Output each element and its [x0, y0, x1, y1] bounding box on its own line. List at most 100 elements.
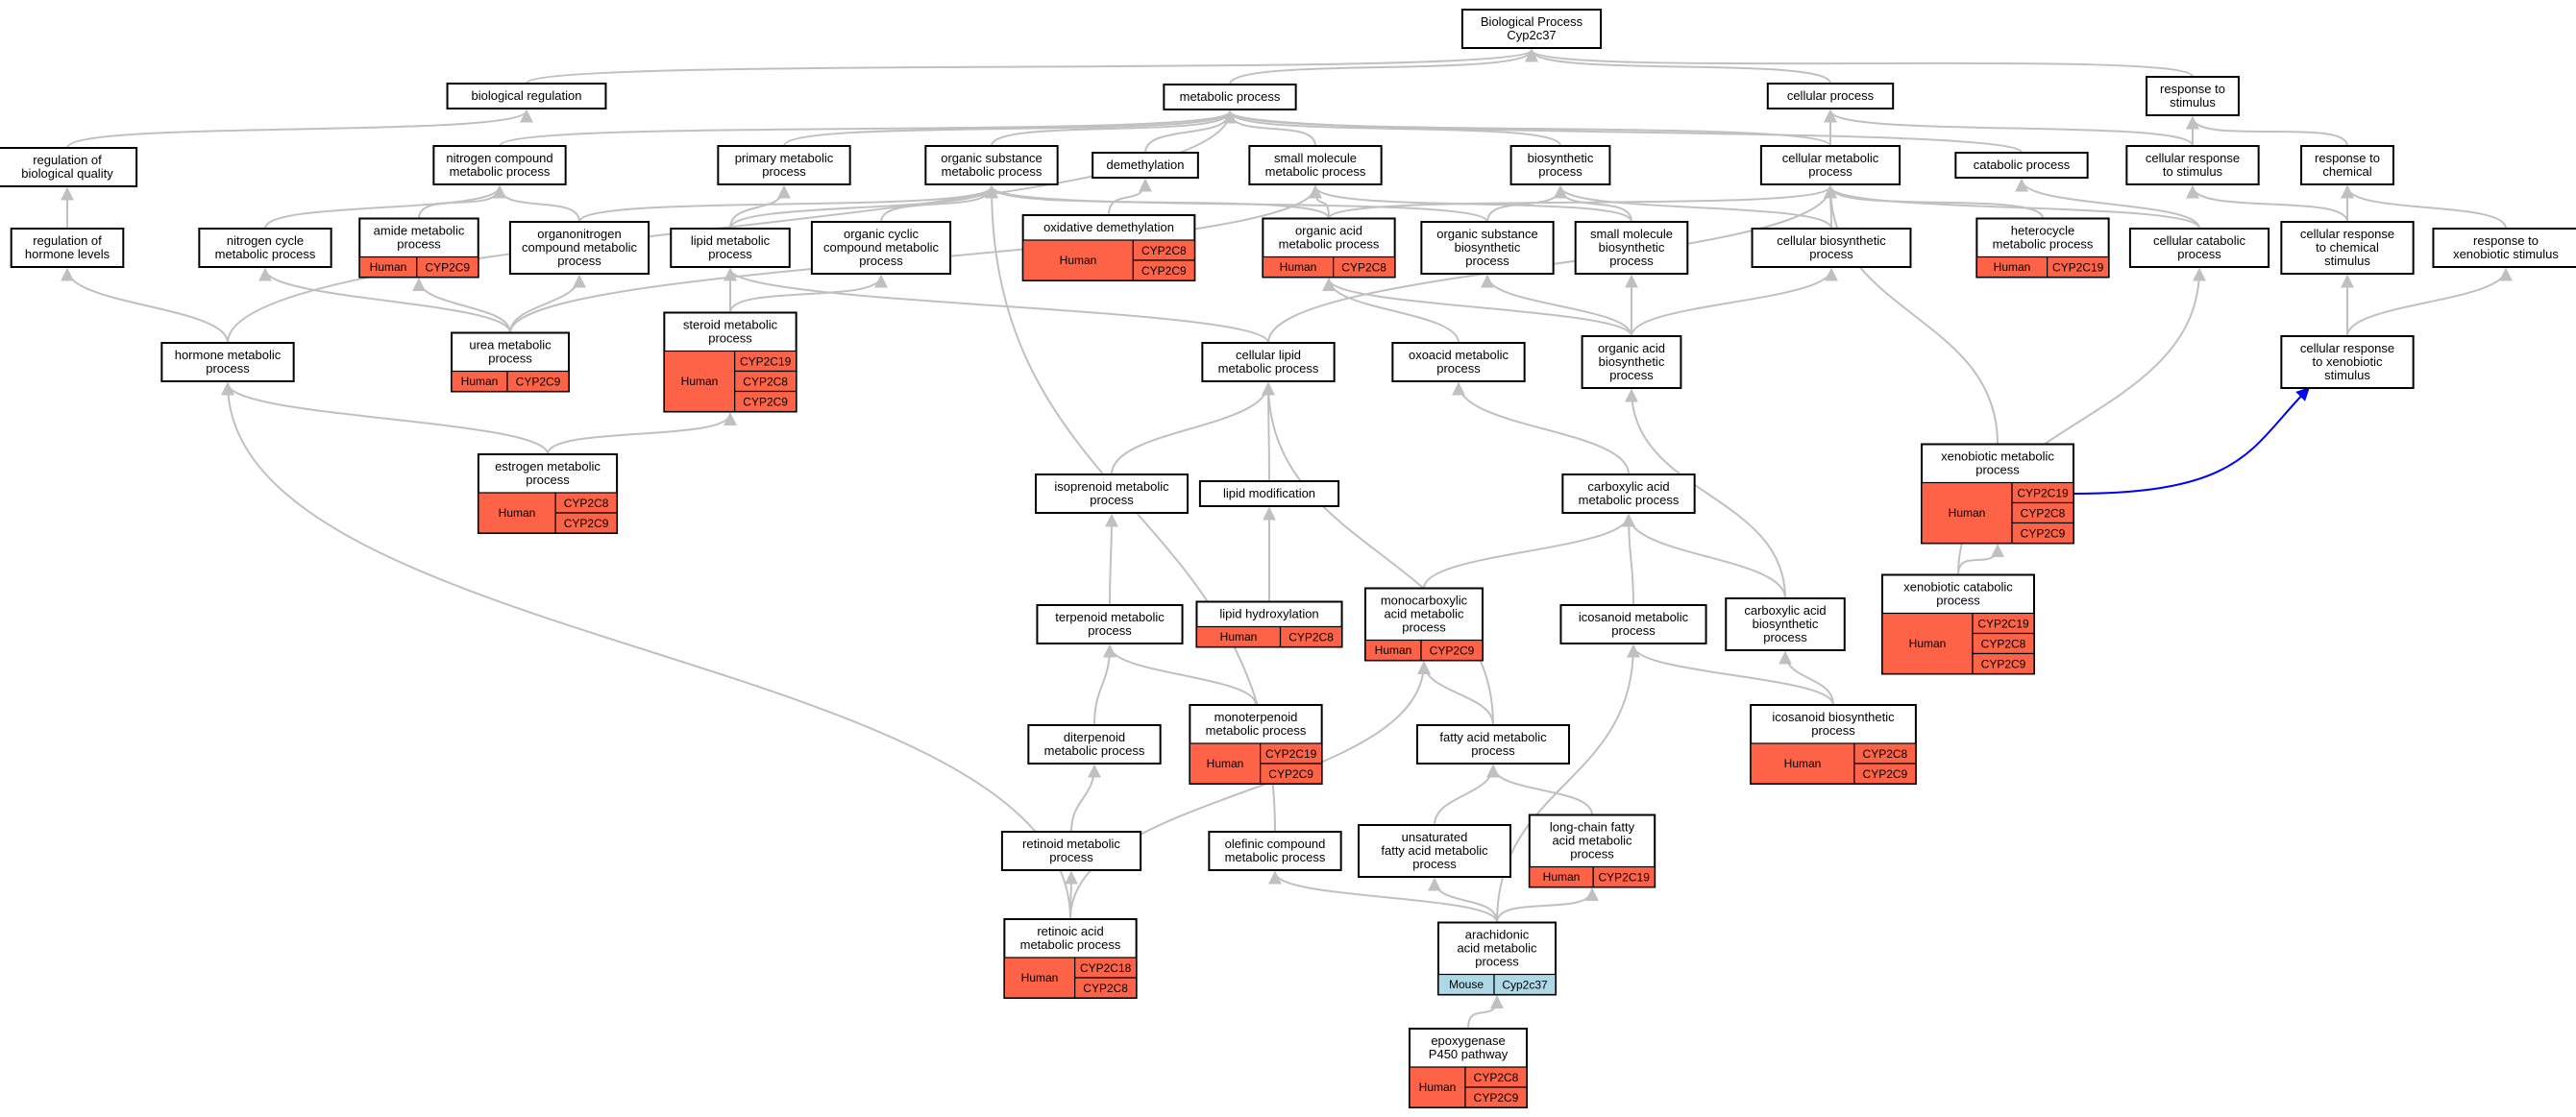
node-label-line: metabolic process: [1206, 723, 1307, 738]
node-label-line: metabolic process: [1279, 237, 1380, 252]
node-label-line: organic acid: [1598, 341, 1665, 355]
edge-cellresp-to-cellproc: [1824, 109, 2194, 147]
node-box: [1420, 221, 1555, 275]
node-label-line: acid metabolic: [1384, 607, 1464, 621]
gene-cell: [506, 370, 570, 393]
node-box: [1509, 145, 1611, 185]
node-label-line: metabolic process: [1044, 743, 1145, 758]
edge-steroid-to-orgcyclic: [729, 274, 888, 313]
gene-cell: [1592, 865, 1656, 888]
node-label-line: acid metabolic: [1457, 941, 1537, 956]
species-label: Human: [461, 375, 499, 388]
gene-label: CYP2C19: [740, 355, 792, 369]
gene-label: CYP2C8: [1141, 244, 1187, 257]
node-label-line: amide metabolic: [374, 224, 465, 238]
node-box: [924, 145, 1059, 185]
node-box: [1248, 145, 1383, 185]
edge-carboxbio-to-carboxylic: [1622, 513, 1786, 599]
edge-orgsubbio-to-orgsub: [985, 184, 1488, 223]
node-label-line: stimulus: [2324, 368, 2370, 382]
node-label-line: metabolic process: [1579, 493, 1680, 507]
node-label-line: organic cyclic: [844, 227, 920, 241]
edge-cellrespchem-to-cellresp: [2186, 184, 2348, 223]
node-label-line: monoterpenoid: [1214, 710, 1298, 724]
species-cell: [478, 492, 556, 534]
edge-nitrocycle-to-nitrocomp: [264, 184, 506, 230]
node-box: [432, 145, 567, 185]
node-label-line: cellular response: [2300, 341, 2394, 355]
gene-label: CYP2C8: [743, 376, 788, 389]
edge-organonitro-to-nitrocomp: [493, 184, 580, 223]
edge-xenocatab-to-xenobiotic: [1957, 544, 2004, 575]
node-label-line: process: [206, 361, 250, 376]
node-box: [1460, 9, 1603, 49]
node-label-line: process: [1936, 594, 1980, 608]
node-label-line: cellular process: [1787, 88, 1875, 103]
node-label-line: process: [1808, 164, 1852, 179]
species-label: Human: [370, 260, 407, 274]
node-label-line: monocarboxylic: [1381, 594, 1468, 608]
node-box: [1000, 831, 1142, 871]
edge-retinoicacid-to-hormone: [221, 381, 1071, 920]
node-label-line: to stimulus: [2163, 164, 2223, 179]
node-label-line: biosynthetic: [1753, 617, 1819, 631]
node-label-line: cellular catabolic: [2153, 233, 2246, 248]
edge-smallmolbio-to-biosyn: [1554, 184, 1632, 223]
gene-cell: [1464, 1086, 1528, 1108]
edge-regbioqual-to-bioreg: [66, 109, 533, 149]
node-label-line: process: [1475, 955, 1519, 969]
species-label: Human: [1419, 1081, 1457, 1094]
node-label-line: cellular lipid: [1236, 348, 1301, 362]
edge-respxeno-to-respchem: [2341, 184, 2507, 230]
gene-label: CYP2C19: [2017, 487, 2069, 500]
node-label-line: nitrogen compound: [446, 151, 552, 165]
go-node-metabolic: metabolic process: [1163, 84, 1297, 110]
node-label-line: catabolic process: [1974, 158, 2071, 172]
gene-label: CYP2C8: [1863, 747, 1908, 761]
node-label-line: process: [1088, 623, 1132, 638]
gene-cell: [1333, 255, 1396, 279]
edge-cellcatab-to-catab: [2015, 178, 2200, 230]
node-label-line: process: [557, 254, 601, 268]
edge-heterocycle-to-cellmet: [1824, 184, 2044, 219]
gene-label: CYP2C8: [1341, 261, 1386, 275]
node-label-line: process: [1090, 493, 1134, 507]
node-box: [446, 83, 607, 109]
edge-orgacid-to-smallmol: [1309, 184, 1330, 219]
node-label-line: hormone levels: [25, 247, 110, 261]
edge-urea-to-amide: [412, 278, 511, 333]
node-box: [2128, 228, 2270, 268]
edge-layer: [61, 48, 2513, 1030]
node-box: [1036, 604, 1184, 644]
edge-respstim-to-root: [1525, 48, 2194, 78]
gene-label: CYP2C19: [1977, 618, 2029, 631]
node-label-line: process: [762, 164, 806, 179]
gene-label: CYP2C8: [1474, 1071, 1519, 1084]
species-cell: [1750, 742, 1855, 785]
edge-cellrespxeno-to-respxeno: [2346, 267, 2513, 337]
edge-urea-to-nitrocycle: [258, 267, 511, 333]
node-label-line: metabolic process: [450, 164, 551, 179]
species-label: Human: [1207, 757, 1244, 770]
gene-label: CYP2C9: [1474, 1091, 1519, 1105]
gene-label: CYP2C9: [516, 376, 561, 389]
node-label-line: organic substance: [1436, 227, 1538, 241]
gene-cell: [1493, 973, 1557, 996]
species-cell: [1189, 742, 1262, 785]
